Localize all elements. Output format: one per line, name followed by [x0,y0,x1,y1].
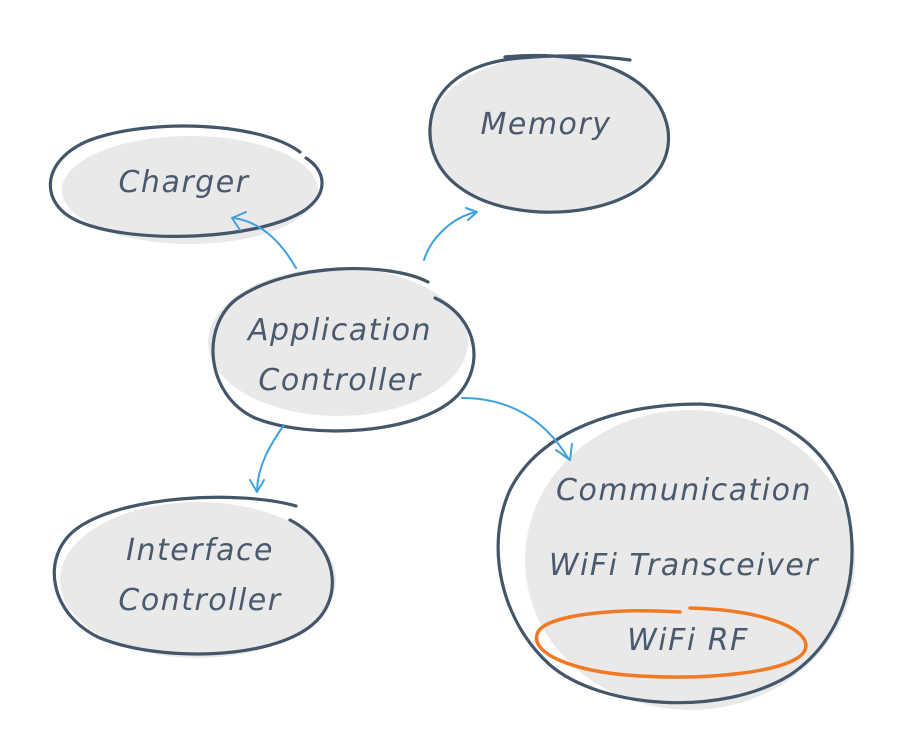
arrow-app-to-communication-line [461,397,569,459]
wifi-rf-node[interactable]: WiFi RF [534,606,808,679]
application-controller-label-line2: Controller [258,363,421,398]
memory-label: Memory [480,107,611,142]
communication-label-line2: WiFi Transceiver [549,548,819,583]
arrow-app-to-charger-line [233,217,297,269]
arrow-app-to-interface-line [256,424,285,491]
interface-controller-node[interactable]: Interface Controller [52,495,336,658]
memory-outline [428,53,671,214]
edge-app-to-memory [423,207,478,261]
memory-node[interactable]: Memory [428,53,671,214]
charger-node[interactable]: Charger [48,124,324,244]
charger-label: Charger [118,165,249,200]
application-controller-fill [208,268,468,416]
memory-fill [428,57,668,213]
arrow-app-to-communication-head [555,443,573,461]
wifi-rf-label: WiFi RF [627,623,749,658]
interface-controller-label-line1: Interface [126,533,274,568]
arrow-app-to-charger-head [231,211,247,231]
interface-controller-fill [60,502,336,658]
edge-app-to-charger [231,211,297,269]
communication-outline [496,402,854,705]
application-controller-label-line1: Application [246,313,432,348]
charger-fill [62,136,318,244]
communication-fill [525,410,855,710]
application-controller-node[interactable]: Application Controller [208,267,476,433]
arrow-app-to-memory-head [465,207,478,221]
edge-app-to-interface [249,424,285,493]
interface-controller-label-line2: Controller [118,583,281,618]
interface-controller-outline [52,495,334,656]
arrow-app-to-memory-line [423,211,477,261]
communication-label-line1: Communication [556,473,812,508]
arrow-app-to-interface-head [249,479,265,493]
application-controller-outline [211,267,476,433]
edge-app-to-communication [461,397,573,461]
communication-node[interactable]: Communication WiFi Transceiver WiFi RF [496,402,855,710]
charger-outline [48,124,324,238]
wifi-rf-highlight-outline [534,606,808,679]
